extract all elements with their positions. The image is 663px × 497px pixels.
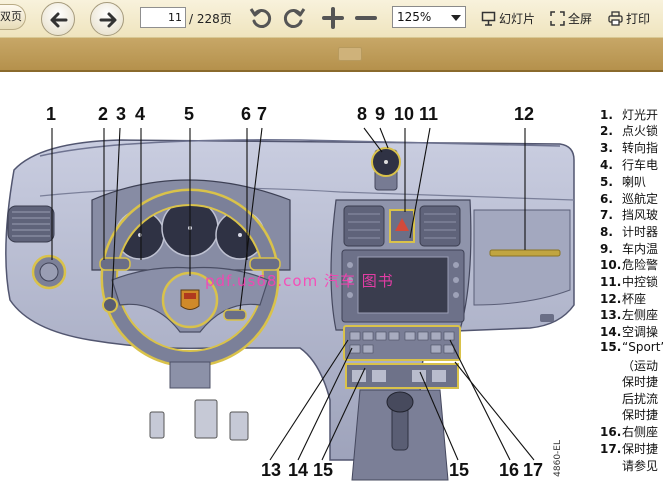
legend-item: 保时捷 bbox=[622, 375, 659, 389]
legend-item: 17.保时捷 bbox=[600, 442, 659, 456]
legend-item: 1.灯光开 bbox=[600, 108, 659, 122]
chevron-down-icon bbox=[451, 15, 461, 21]
callout-5: 5 bbox=[184, 104, 195, 124]
plus-icon bbox=[322, 7, 344, 29]
callout-6: 6 bbox=[241, 104, 252, 124]
legend-item: 后扰流 bbox=[622, 392, 659, 406]
arrow-right-icon bbox=[99, 12, 117, 28]
zoom-value: 125% bbox=[397, 10, 432, 24]
legend-item: 5.喇叭 bbox=[600, 175, 647, 189]
legend-item: 15.“Sport” bbox=[600, 340, 663, 354]
legend-item: 请参见 bbox=[622, 459, 659, 473]
rotate-ccw-icon bbox=[249, 8, 272, 28]
legend-item: 11.中控锁 bbox=[600, 275, 659, 289]
toolbar-divider-bar bbox=[0, 38, 663, 72]
callout-14: 14 bbox=[288, 460, 309, 480]
callout-2: 2 bbox=[98, 104, 109, 124]
figure-code: 4860-EL bbox=[553, 440, 563, 477]
callout-10: 10 bbox=[394, 104, 415, 124]
callout-15b: 15 bbox=[449, 460, 470, 480]
legend-item: 6.巡航定 bbox=[600, 192, 659, 206]
callout-9: 9 bbox=[375, 104, 386, 124]
toolbar: 双页 / 228页 bbox=[0, 0, 663, 38]
legend-item: 9.车内温 bbox=[600, 242, 659, 256]
legend-item: 16.右侧座 bbox=[600, 425, 659, 439]
document-page: 1 2 3 4 5 6 7 8 9 10 11 12 13 14 15 15 1… bbox=[0, 72, 663, 497]
callout-17: 17 bbox=[523, 460, 544, 480]
double-page-tab[interactable]: 双页 bbox=[0, 4, 26, 30]
slideshow-label: 幻灯片 bbox=[499, 11, 536, 26]
next-page-button[interactable] bbox=[90, 2, 124, 36]
callout-4: 4 bbox=[135, 104, 146, 124]
print-label: 打印 bbox=[626, 11, 651, 26]
legend-item: 3.转向指 bbox=[600, 141, 659, 155]
fullscreen-icon bbox=[550, 10, 565, 26]
page-total: / 228页 bbox=[189, 12, 232, 26]
callout-3: 3 bbox=[116, 104, 127, 124]
dashboard-figure: 1 2 3 4 5 6 7 8 9 10 11 12 13 14 15 15 1… bbox=[0, 100, 578, 497]
rotate-right-button[interactable] bbox=[281, 5, 307, 31]
legend-item: 12.杯座 bbox=[600, 292, 647, 306]
zoom-out-button[interactable] bbox=[353, 5, 379, 31]
callout-12: 12 bbox=[514, 104, 535, 124]
rotate-cw-icon bbox=[283, 8, 306, 28]
legend-item: 10.危险警 bbox=[600, 258, 659, 272]
watermark: pdf.us68.com 汽车 图书 bbox=[205, 272, 394, 290]
slideshow-icon bbox=[481, 11, 496, 26]
zoom-in-button[interactable] bbox=[320, 5, 346, 31]
callout-8: 8 bbox=[357, 104, 368, 124]
callout-16: 16 bbox=[499, 460, 520, 480]
legend-item: 14.空调操 bbox=[600, 325, 659, 339]
callout-1: 1 bbox=[46, 104, 57, 124]
slideshow-button[interactable]: 幻灯片 bbox=[481, 9, 535, 27]
printer-icon bbox=[608, 10, 623, 26]
callout-11: 11 bbox=[419, 104, 439, 124]
zoom-select[interactable]: 125% bbox=[392, 6, 466, 28]
callout-13: 13 bbox=[261, 460, 282, 480]
rotate-left-button[interactable] bbox=[248, 5, 274, 31]
dashboard-illustration bbox=[5, 127, 575, 481]
arrow-left-icon bbox=[50, 12, 68, 28]
callout-7: 7 bbox=[257, 104, 268, 124]
fullscreen-label: 全屏 bbox=[568, 11, 593, 26]
page-number-input[interactable] bbox=[140, 7, 186, 28]
callout-15: 15 bbox=[313, 460, 334, 480]
legend-item: （运动 bbox=[622, 359, 659, 373]
legend-item: 保时捷 bbox=[622, 408, 659, 422]
collapse-handle[interactable] bbox=[338, 47, 362, 61]
legend-item: 4.行车电 bbox=[600, 158, 659, 172]
legend-item: 7.挡风玻 bbox=[600, 208, 659, 222]
legend-item: 8.计时器 bbox=[600, 225, 659, 239]
previous-page-button[interactable] bbox=[41, 2, 75, 36]
legend-item: 13.左侧座 bbox=[600, 308, 659, 322]
minus-icon bbox=[355, 16, 377, 20]
legend-item: 2.点火锁 bbox=[600, 124, 659, 138]
fullscreen-button[interactable]: 全屏 bbox=[550, 9, 592, 27]
print-button[interactable]: 打印 bbox=[608, 9, 650, 27]
